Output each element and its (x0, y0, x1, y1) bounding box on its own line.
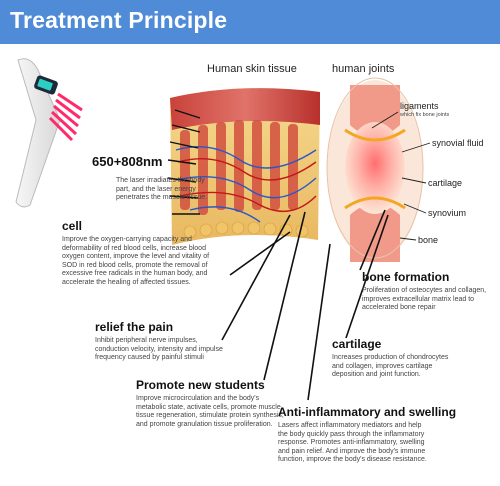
bone-label: bone (418, 235, 439, 245)
wavelength-label: 650+808nm (92, 154, 163, 169)
cartilage-desc: Increases production of chondrocytes and… (332, 354, 449, 379)
promote-new-desc: Improve microcirculation and the body's … (136, 395, 284, 428)
ligaments-label: ligaments (400, 101, 439, 111)
relief-pain-desc: Inhibit peripheral nerve impulses, condu… (95, 337, 223, 362)
relief-pain-title: relief the pain (95, 320, 174, 334)
header-bar: Treatment Principle (0, 0, 500, 44)
bone-formation-title: bone formation (362, 270, 450, 284)
annotation-lines (221, 209, 389, 401)
skin-tissue-label: Human skin tissue (207, 63, 297, 75)
joint-leader-lines (371, 111, 431, 241)
page-title: Treatment Principle (10, 7, 228, 33)
synovial-fluid-label: synovial fluid (432, 138, 484, 148)
cartilage-title: cartilage (332, 337, 382, 351)
bone-formation-desc: Proliferation of osteocytes and collagen… (362, 287, 487, 312)
cartilage-part-label: cartilage (428, 178, 463, 188)
laser-beam-arrows (167, 109, 201, 215)
joints-label: human joints (332, 63, 395, 75)
cell-desc: Improve the oxygen-carrying capacity and… (62, 236, 210, 286)
anti-inflammatory-desc: Lasers affect inflammatory mediators and… (278, 422, 427, 464)
promote-new-title: Promote new students (136, 378, 265, 392)
synovium-label: synovium (428, 208, 467, 218)
skin-tissue-block (170, 88, 320, 246)
ligaments-sublabel: which fix bone joints (400, 112, 450, 118)
anti-inflammatory-title: Anti-inflammatory and swelling (278, 405, 457, 419)
cell-title: cell (62, 219, 83, 233)
wavelength-desc: The laser irradiates the body part, and … (116, 177, 208, 202)
laser-device (15, 58, 83, 208)
